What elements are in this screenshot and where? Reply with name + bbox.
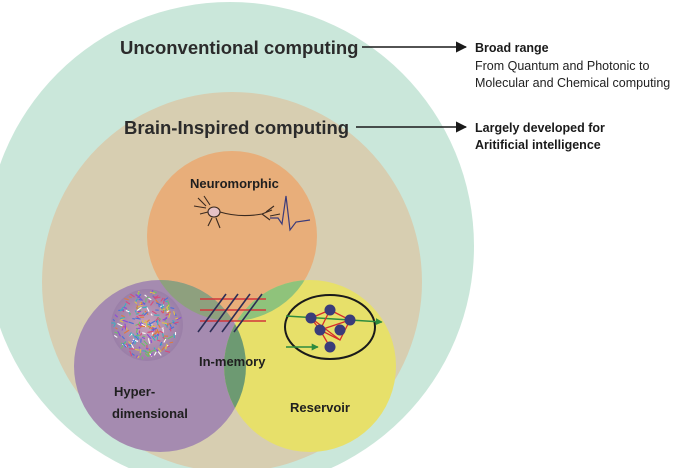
hypervector-noise-icon xyxy=(111,289,183,361)
hypervector-speckle xyxy=(125,324,126,330)
reservoir-label: Reservoir xyxy=(290,400,350,415)
hypervector-speckle xyxy=(175,318,178,319)
brain-inspired-computing-title: Brain-Inspired computing xyxy=(124,117,349,138)
broad-range-note-line-2: Molecular and Chemical computing xyxy=(475,76,670,90)
hypervector-speckle xyxy=(170,342,174,343)
broad-range-note-title: Broad range xyxy=(475,41,549,55)
hyperdimensional-label-line-1: Hyper- xyxy=(114,384,155,399)
hypervector-speckle xyxy=(142,333,145,334)
hypervector-speckle xyxy=(127,328,128,330)
hypervector-speckle xyxy=(175,314,176,316)
hypervector-speckle xyxy=(142,357,143,360)
hypervector-speckle xyxy=(162,328,164,329)
hyperdimensional-label-line-2: dimensional xyxy=(112,406,188,421)
hypervector-speckle xyxy=(153,297,158,298)
hypervector-speckle xyxy=(170,308,174,309)
hypervector-speckle xyxy=(165,301,167,302)
hypervector-speckle xyxy=(167,324,171,325)
hypervector-speckle xyxy=(140,349,141,353)
hypervector-speckle xyxy=(132,319,135,320)
unconventional-computing-title: Unconventional computing xyxy=(120,37,358,58)
in-memory-label: In-memory xyxy=(199,354,266,369)
brain-note-line-1: Largely developed for xyxy=(475,121,605,135)
hypervector-speckle xyxy=(162,307,163,309)
hypervector-speckle xyxy=(135,341,136,344)
hypervector-speckle xyxy=(174,334,175,338)
hypervector-speckle xyxy=(139,315,144,316)
hypervector-speckle xyxy=(139,300,142,301)
broad-range-note-line-1: From Quantum and Photonic to xyxy=(475,59,649,73)
hypervector-speckle xyxy=(146,348,148,349)
hypervector-speckle xyxy=(147,323,148,328)
hypervector-speckle xyxy=(170,327,171,331)
neuromorphic-label: Neuromorphic xyxy=(190,176,279,191)
brain-note-line-2: Aritificial intelligence xyxy=(475,138,601,152)
